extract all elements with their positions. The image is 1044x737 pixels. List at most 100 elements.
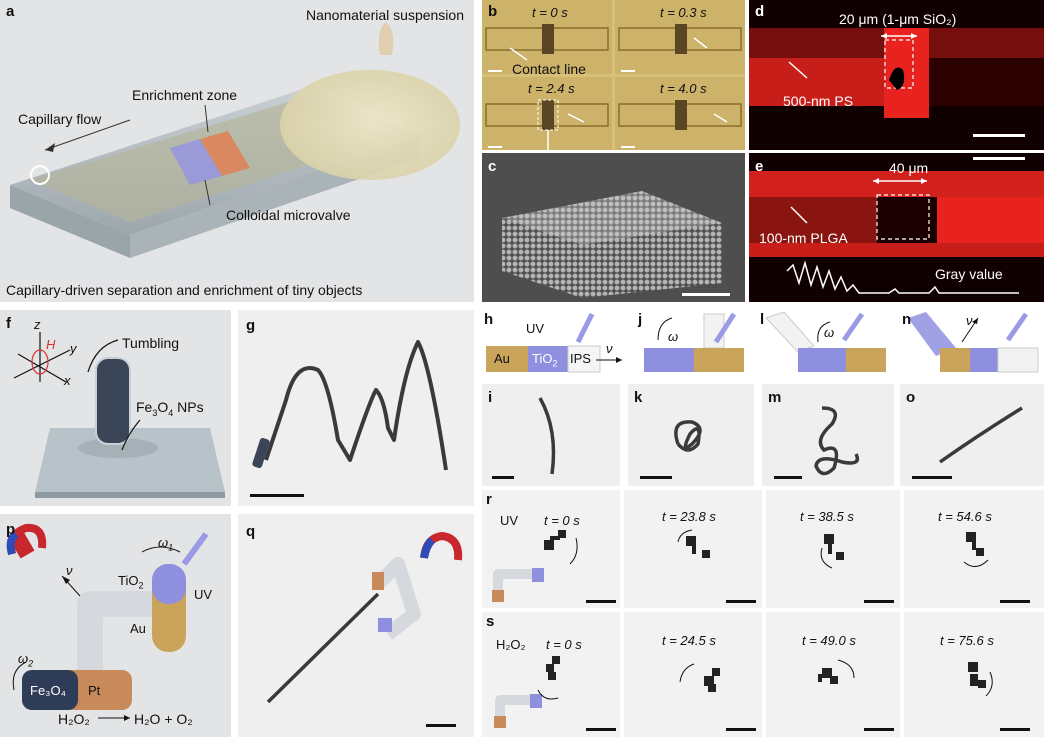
scale-bar-r-1 bbox=[586, 600, 616, 603]
omega-label-l: ω bbox=[824, 325, 835, 340]
time-s-1: t = 0 s bbox=[546, 637, 582, 652]
velocity-label-n: ν bbox=[966, 313, 973, 328]
panel-label-a: a bbox=[6, 3, 15, 20]
tio2-label-p: TiO2 bbox=[118, 573, 144, 591]
panel-b: b t = 0 s t = 0.3 s t = 2.4 s t = 4.0 s … bbox=[482, 0, 745, 150]
axis-x-label: x bbox=[64, 373, 71, 388]
time-r-1: t = 0 s bbox=[544, 513, 580, 528]
panel-f: f z y x H Tumbling Fe3O4 NPs bbox=[0, 310, 231, 506]
omega1-label: ω1 bbox=[158, 535, 174, 553]
nanomaterial-suspension-label: Nanomaterial suspension bbox=[306, 7, 464, 23]
panel-label-q: q bbox=[246, 523, 256, 540]
scale-bar-b-3 bbox=[488, 146, 502, 148]
omega-label-j: ω bbox=[668, 329, 679, 344]
scale-bar-q bbox=[426, 724, 456, 727]
scale-bar-g bbox=[250, 494, 304, 497]
fe3o4-nps-label: Fe3O4 NPs bbox=[136, 399, 204, 418]
dimension-label-d: 20 μm (1-μm SiO₂) bbox=[839, 11, 957, 27]
panel-label-g: g bbox=[246, 317, 256, 334]
scale-bar-b-2 bbox=[621, 70, 635, 72]
fluorescence-e bbox=[749, 171, 1044, 294]
time-s-3: t = 49.0 s bbox=[802, 633, 856, 648]
timelapse-r bbox=[492, 490, 989, 608]
panel-label-c: c bbox=[488, 158, 497, 175]
schematic-j bbox=[644, 312, 744, 372]
tumbling-illustration bbox=[13, 332, 225, 498]
scale-bar-o bbox=[912, 476, 952, 479]
scale-bar-m bbox=[774, 476, 802, 479]
time-r-2: t = 23.8 s bbox=[662, 509, 716, 524]
time-r-3: t = 38.5 s bbox=[800, 509, 854, 524]
panel-r: r UV t = 0 s t = 23.8 s t = 38.5 s t = 5… bbox=[482, 490, 1044, 608]
ips-label-h: IPS bbox=[570, 351, 591, 366]
panel-j: j ω bbox=[636, 310, 748, 380]
panel-c: c bbox=[482, 153, 745, 302]
panel-d: d 20 μm (1-μm SiO₂) 500-nm PS bbox=[749, 0, 1044, 150]
enrichment-zone-label: Enrichment zone bbox=[132, 87, 238, 103]
trajectory-i bbox=[538, 397, 556, 475]
time-s-4: t = 75.6 s bbox=[940, 633, 994, 648]
panel-g: g bbox=[238, 310, 474, 506]
gray-value-label: Gray value bbox=[935, 266, 1003, 282]
panel-label-n: n bbox=[902, 311, 912, 328]
panel-label-r: r bbox=[486, 491, 492, 508]
panel-k: k bbox=[628, 384, 754, 486]
reaction-right: H₂O + O₂ bbox=[134, 711, 193, 727]
trajectory-q bbox=[266, 531, 463, 704]
panel-a-caption: Capillary-driven separation and enrichme… bbox=[6, 282, 363, 298]
scale-bar-d bbox=[973, 134, 1025, 137]
trajectory-o bbox=[938, 406, 1023, 464]
field-h-label: H bbox=[46, 337, 56, 352]
microchannel-illustration bbox=[10, 22, 460, 258]
panel-label-j: j bbox=[638, 311, 643, 328]
stimulus-label-s: H₂O₂ bbox=[496, 637, 526, 652]
velocity-label-h: ν bbox=[606, 341, 613, 356]
scale-bar-e bbox=[973, 157, 1025, 160]
velocity-label-p: ν bbox=[66, 563, 73, 578]
schematic-l bbox=[765, 311, 886, 372]
scale-bar-r-2 bbox=[726, 600, 756, 603]
frame-b-2-time: t = 0.3 s bbox=[660, 5, 707, 20]
panel-label-h: h bbox=[484, 311, 494, 328]
timelapse-s bbox=[494, 612, 993, 737]
panel-label-k: k bbox=[634, 389, 643, 406]
frame-b-3-time: t = 2.4 s bbox=[528, 81, 575, 96]
particle-label-d: 500-nm PS bbox=[783, 93, 854, 109]
stimulus-label-r: UV bbox=[500, 513, 519, 528]
uv-label-h: UV bbox=[526, 321, 545, 336]
time-r-4: t = 54.6 s bbox=[938, 509, 992, 524]
trajectory-k bbox=[674, 420, 702, 452]
panel-label-s: s bbox=[486, 613, 495, 630]
panel-p: p ν ω1 TiO2 UV Au ω2 Fe₃O₄ Pt H₂O₂ H₂O +… bbox=[0, 514, 231, 737]
microvalve-frames bbox=[485, 24, 742, 150]
contact-line-label: Contact line bbox=[512, 61, 586, 77]
scale-bar-r-3 bbox=[864, 600, 894, 603]
panel-label-i: i bbox=[488, 389, 493, 406]
colloidal-microvalve-label: Colloidal microvalve bbox=[226, 207, 351, 223]
scale-bar-b-4 bbox=[621, 146, 635, 148]
au-label-h: Au bbox=[494, 351, 510, 366]
panel-label-o: o bbox=[906, 389, 916, 406]
scale-bar-i bbox=[492, 476, 514, 479]
panel-label-d: d bbox=[755, 3, 765, 20]
uv-label-p: UV bbox=[194, 587, 213, 602]
pt-label-p: Pt bbox=[88, 683, 101, 698]
scale-bar-c bbox=[682, 293, 730, 296]
panel-s: s H₂O₂ t = 0 s t = 24.5 s t = 49.0 s t =… bbox=[482, 612, 1044, 737]
axis-y-label: y bbox=[70, 341, 77, 356]
scale-bar-r-4 bbox=[1000, 600, 1030, 603]
schematic-h bbox=[486, 312, 622, 373]
panel-o: o bbox=[900, 384, 1044, 486]
panel-h: h UV Au TiO2 IPS ν bbox=[482, 310, 632, 380]
micromachine-illustration bbox=[6, 523, 209, 721]
panel-i: i bbox=[482, 384, 620, 486]
panel-l: l ω bbox=[758, 310, 894, 380]
scale-bar-s-2 bbox=[726, 728, 756, 731]
panel-n: n ν bbox=[900, 310, 1044, 380]
panel-m: m bbox=[762, 384, 894, 486]
tio2-label-h: TiO2 bbox=[532, 351, 558, 369]
fluorescence-d bbox=[749, 28, 1044, 118]
panel-e: e 40 μm 100-nm PLGA Gray value bbox=[749, 153, 1044, 302]
panel-label-p: p bbox=[6, 521, 16, 538]
trajectory-g bbox=[252, 340, 448, 471]
